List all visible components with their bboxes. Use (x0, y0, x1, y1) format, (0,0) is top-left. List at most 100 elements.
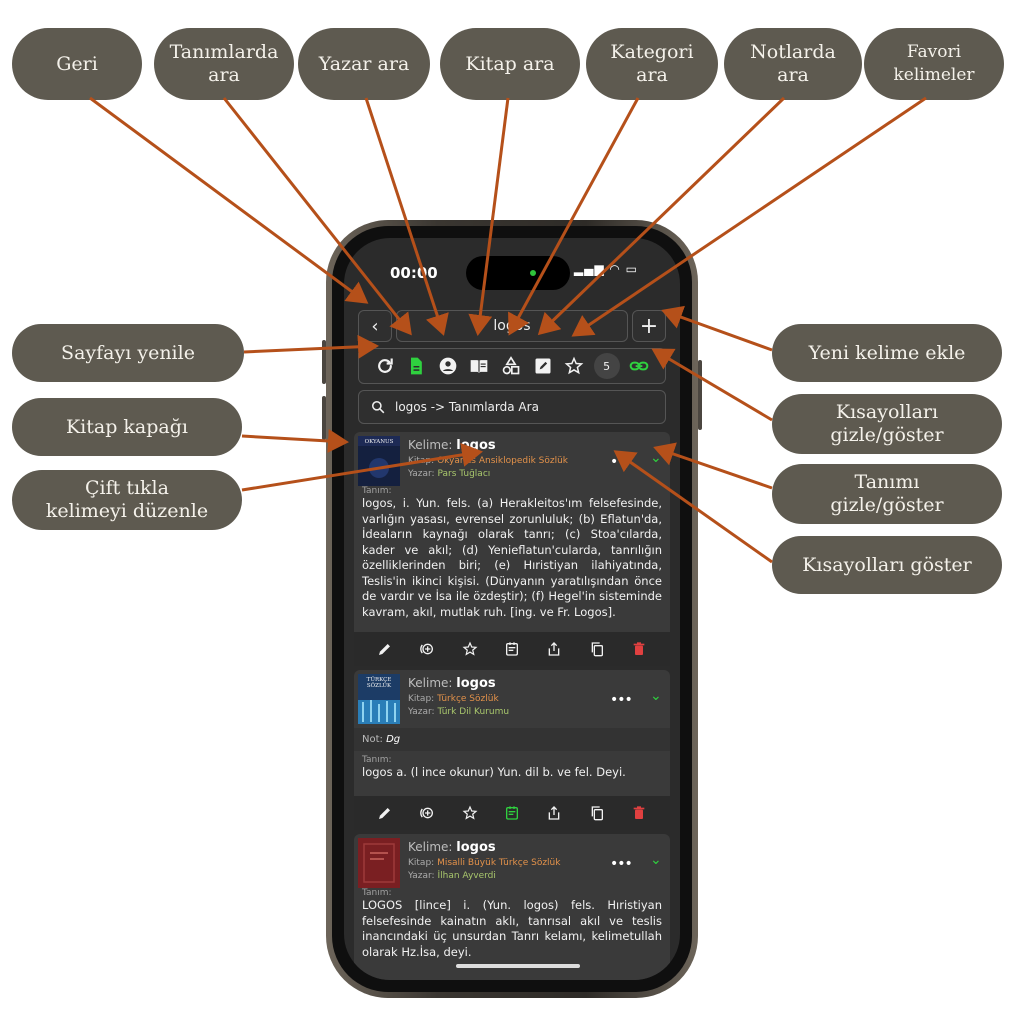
card-header: TÜRKÇE SÖZLÜK Kelime: logos Kitap: Türkç… (354, 670, 670, 728)
book-line: Kitap: Okyanus Ansiklopedik Sözlük (408, 456, 569, 466)
favorite-button[interactable] (459, 802, 481, 824)
arrow-back (89, 96, 369, 304)
refresh-button[interactable] (373, 354, 397, 378)
delete-button[interactable] (628, 638, 650, 660)
page-title: logos (396, 310, 628, 342)
word-title[interactable]: logos (456, 840, 496, 855)
copy-icon (591, 806, 603, 821)
book-cover[interactable] (358, 838, 400, 888)
callout-refresh: Sayfayı yenile (12, 324, 244, 382)
person-circle-icon (439, 357, 457, 375)
word-card[interactable]: OKYANUS Kelime: logos Kitap: Okyanus Ans… (354, 432, 670, 666)
book-cover-image (358, 674, 400, 724)
results-list: OKYANUS Kelime: logos Kitap: Okyanus Ans… (354, 432, 670, 980)
note-text: Dg (386, 734, 401, 745)
favorites-button[interactable] (562, 354, 586, 378)
search-book-button[interactable] (467, 354, 491, 378)
nav-bar: ‹ logos + (358, 310, 666, 342)
definition-label: Tanım: (362, 486, 392, 496)
shapes-icon (502, 356, 520, 375)
entry-meta: Kelime: logos Kitap: Misalli Büyük Türkç… (408, 840, 560, 881)
add-word-button[interactable]: + (632, 310, 666, 342)
search-icon (371, 400, 385, 414)
definition-text: logos a. (l ince okunur) Yun. dil b. ve … (362, 765, 626, 779)
trash-icon (633, 642, 645, 655)
more-options-icon[interactable]: ••• (610, 454, 633, 470)
callout-show-shortcuts: Kısayolları göster (772, 536, 1002, 594)
search-notes-button[interactable] (531, 354, 555, 378)
book-line: Kitap: Misalli Büyük Türkçe Sözlük (408, 858, 561, 868)
callout-favorite-words: Favori kelimeler (864, 28, 1004, 100)
search-category-button[interactable] (499, 354, 523, 378)
card-header: Kelime: logos Kitap: Misalli Büyük Türkç… (354, 834, 670, 888)
word-card[interactable]: Kelime: logos Kitap: Misalli Büyük Türkç… (354, 834, 670, 980)
author-name: Türk Dil Kurumu (437, 707, 510, 717)
camera-indicator-icon (530, 270, 536, 276)
add-definition-button[interactable] (416, 802, 438, 824)
edit-button[interactable] (374, 638, 396, 660)
phone-frame: 00:00 ▂▄▆ ◠ ▭ ‹ logos + (326, 220, 698, 998)
callout-search-author: Yazar ara (298, 28, 430, 100)
search-query: logos -> Tanımlarda Ara (395, 400, 539, 414)
entry-meta: Kelime: logos Kitap: Okyanus Ansiklopedi… (408, 438, 568, 479)
word-title[interactable]: logos (456, 676, 496, 691)
callout-search-notes: Notlarda ara (724, 28, 862, 100)
phone-side-button (698, 360, 702, 430)
callout-add-word: Yeni kelime ekle (772, 324, 1002, 382)
callout-search-category: Kategori ara (586, 28, 718, 100)
word-title[interactable]: logos (456, 438, 496, 453)
favorite-button[interactable] (459, 638, 481, 660)
book-cover-image (358, 838, 400, 888)
copy-button[interactable] (586, 802, 608, 824)
word-line: Kelime: logos (408, 676, 496, 691)
book-title: Türkçe Sözlük (437, 694, 499, 704)
back-button[interactable]: ‹ (358, 310, 392, 342)
author-line: Yazar: Türk Dil Kurumu (408, 707, 510, 717)
more-options-icon[interactable]: ••• (610, 856, 633, 872)
toggle-shortcuts-button[interactable] (627, 354, 651, 378)
word-card[interactable]: TÜRKÇE SÖZLÜK Kelime: logos Kitap: Türkç… (354, 670, 670, 830)
share-button[interactable] (543, 638, 565, 660)
chevron-down-icon[interactable]: ⌄ (650, 450, 662, 466)
chevron-down-icon[interactable]: ⌄ (650, 688, 662, 704)
copy-button[interactable] (586, 638, 608, 660)
definition-label: Tanım: (362, 755, 392, 765)
card-header: OKYANUS Kelime: logos Kitap: Okyanus Ans… (354, 432, 670, 486)
book-title: Misalli Büyük Türkçe Sözlük (437, 858, 561, 868)
author-name: Pars Tuğlacı (437, 469, 491, 479)
note-button[interactable] (501, 802, 523, 824)
pencil-icon (379, 808, 391, 819)
search-definitions-button[interactable] (404, 354, 428, 378)
edit-button[interactable] (374, 802, 396, 824)
callout-search-book: Kitap ara (440, 28, 580, 100)
entry-meta: Kelime: logos Kitap: Türkçe Sözlük Yazar… (408, 676, 509, 717)
share-button[interactable] (543, 802, 565, 824)
book-cover-title: TÜRKÇE SÖZLÜK (366, 677, 392, 689)
callout-double-click: Çift tıkla kelimeyi düzenle (12, 470, 242, 530)
link-icon (629, 361, 649, 371)
note-row: Not: Dg (354, 728, 670, 751)
signal-wifi-battery-icon: ▂▄▆ ◠ ▭ (573, 262, 638, 276)
definition-label: Tanım: (362, 888, 392, 898)
callout-search-definitions: Tanımlarda ara (154, 28, 294, 100)
star-icon (564, 356, 584, 375)
search-author-button[interactable] (436, 354, 460, 378)
chevron-down-icon[interactable]: ⌄ (650, 852, 662, 868)
status-time: 00:00 (390, 264, 438, 282)
more-options-icon[interactable]: ••• (610, 692, 633, 708)
calendar-note-icon (505, 642, 518, 656)
document-icon (411, 357, 423, 375)
author-line: Yazar: Pars Tuğlacı (408, 469, 491, 479)
calendar-note-icon (505, 806, 518, 820)
book-cover[interactable]: OKYANUS (358, 436, 400, 486)
add-definition-button[interactable] (416, 638, 438, 660)
search-field[interactable]: logos -> Tanımlarda Ara (358, 390, 666, 424)
book-cover[interactable]: TÜRKÇE SÖZLÜK (358, 674, 400, 724)
plus-icon: + (639, 313, 659, 339)
delete-button[interactable] (628, 802, 650, 824)
card-actions (354, 632, 670, 666)
note-button[interactable] (501, 638, 523, 660)
note-edit-icon (535, 358, 550, 374)
callout-toggle-definition: Tanımı gizle/göster (772, 464, 1002, 524)
callout-toggle-shortcuts: Kısayolları gizle/göster (772, 394, 1002, 454)
